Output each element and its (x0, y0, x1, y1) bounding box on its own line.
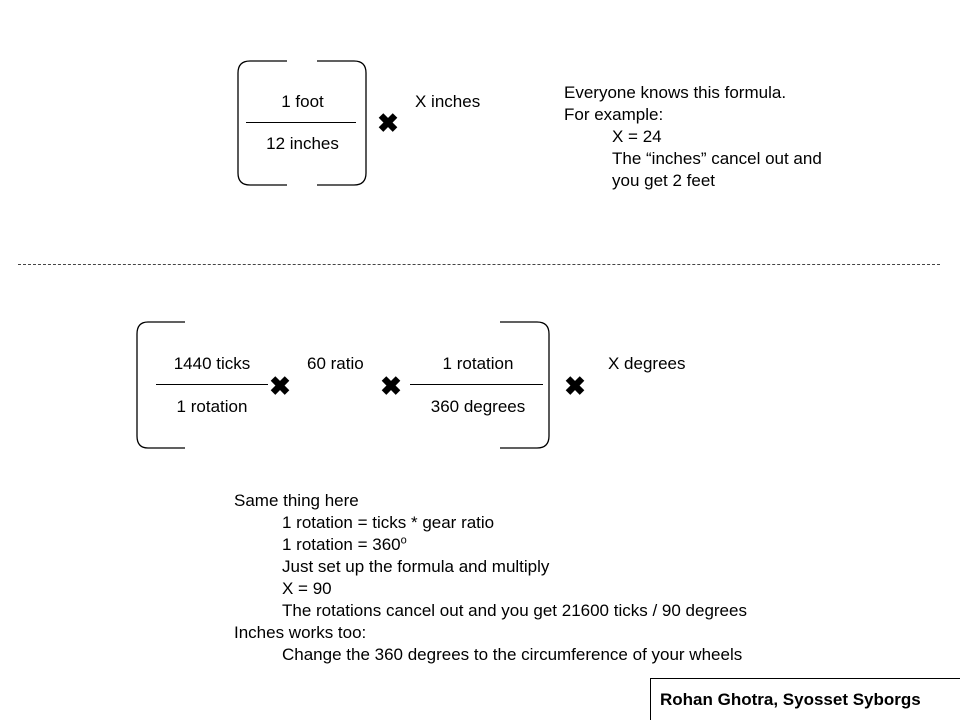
top-left-bracket (237, 60, 287, 186)
bottom-frac1-numerator: 1440 ticks (173, 354, 251, 373)
bottom-explanation-line7: Inches works too: (234, 623, 367, 642)
top-right-bracket (317, 60, 367, 186)
top-factor: X inches (415, 92, 481, 111)
bottom-frac1-bar (156, 384, 268, 385)
bottom-explanation-line3: 1 rotation = 360o (282, 535, 407, 555)
bottom-frac1-denominator: 1 rotation (176, 397, 248, 416)
top-fraction-bar (246, 122, 356, 123)
bottom-explanation-line3-text: 1 rotation = 360 (282, 535, 401, 554)
top-numerator: 1 foot (281, 92, 324, 111)
bottom-frac2-denominator: 360 degrees (430, 397, 526, 416)
credit-box: Rohan Ghotra, Syosset Syborgs (650, 678, 960, 720)
top-explanation-line4: The “inches” cancel out and (612, 149, 822, 168)
bottom-explanation-line5: X = 90 (282, 579, 332, 598)
bottom-factor: X degrees (608, 354, 686, 373)
bottom-frac2-bar (410, 384, 543, 385)
bottom-right-bracket (500, 321, 550, 449)
section-divider (18, 264, 940, 265)
bottom-explanation-line2: 1 rotation = ticks * gear ratio (282, 513, 495, 532)
bottom-multiply-icon-3: ✖ (564, 371, 586, 401)
bottom-frac2-numerator: 1 rotation (442, 354, 514, 373)
bottom-explanation-line8: Change the 360 degrees to the circumfere… (282, 645, 743, 664)
degree-superscript: o (400, 534, 407, 547)
top-denominator: 12 inches (266, 134, 339, 153)
top-explanation-line1: Everyone knows this formula. (564, 83, 787, 102)
bottom-multiply-icon-2: ✖ (380, 371, 402, 401)
top-explanation-line5: you get 2 feet (612, 171, 716, 190)
bottom-ratio: 60 ratio (307, 354, 364, 373)
bottom-explanation-line1: Same thing here (234, 491, 359, 510)
bottom-explanation-line4: Just set up the formula and multiply (282, 557, 550, 576)
bottom-multiply-icon-1: ✖ (269, 371, 291, 401)
bottom-left-bracket (136, 321, 185, 449)
top-explanation-line2: For example: (564, 105, 664, 124)
top-multiply-icon: ✖ (377, 108, 399, 138)
top-explanation-line3: X = 24 (612, 127, 662, 146)
bottom-explanation-line6: The rotations cancel out and you get 216… (282, 601, 747, 620)
